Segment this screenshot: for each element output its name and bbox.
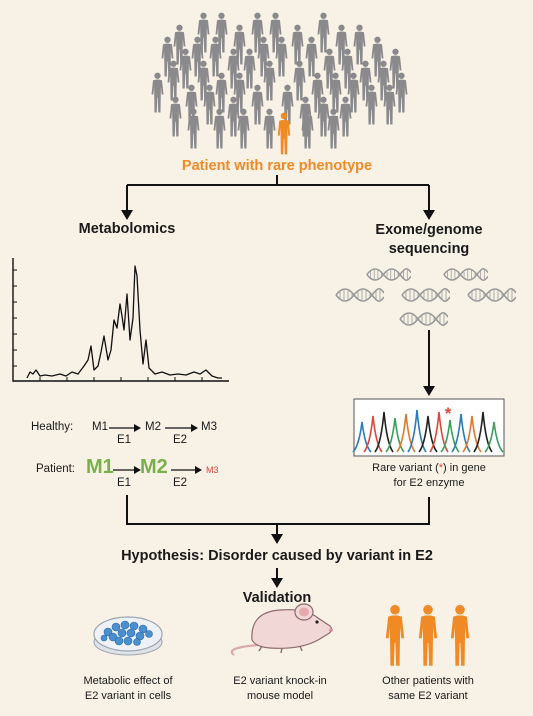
sequencing-title-line1: Exome/genome bbox=[375, 222, 483, 238]
validation-item-mouse-line1: E2 variant knock-in bbox=[233, 675, 327, 687]
spectrum-trace bbox=[26, 265, 222, 379]
healthy-label: Healthy: bbox=[31, 421, 74, 433]
person-silhouette-icon bbox=[293, 60, 306, 101]
metabolomics-title: Metabolomics bbox=[78, 221, 176, 237]
validation-item-patients: Other patients with same E2 variant bbox=[382, 674, 474, 704]
person-silhouette-icon bbox=[151, 72, 164, 113]
validation-item-patients-line2: same E2 variant bbox=[388, 690, 468, 702]
person-silhouette-icon bbox=[305, 36, 318, 77]
patient-enzyme-e2: E2 bbox=[173, 477, 188, 489]
spectrum-axes bbox=[12, 258, 229, 382]
validation-title: Validation bbox=[242, 590, 312, 606]
patient-label: Patient with rare phenotype bbox=[181, 158, 373, 174]
arrowhead-validation bbox=[271, 578, 283, 588]
healthy-enzyme-e1: E1 bbox=[117, 434, 132, 446]
dna-helix-icon bbox=[335, 287, 384, 303]
patient-metabolite-m1: M1 bbox=[86, 456, 114, 478]
person-silhouette-icon bbox=[263, 108, 276, 149]
pathway-arrows bbox=[109, 427, 195, 471]
person-silhouette-icon bbox=[243, 48, 256, 89]
flow-arrowheads bbox=[121, 210, 435, 588]
healthy-metabolite-m1: M1 bbox=[92, 421, 108, 433]
person-silhouette-icon bbox=[169, 96, 182, 137]
chromatogram-peak bbox=[440, 419, 460, 453]
cell-culture-dish-icon bbox=[93, 616, 163, 656]
caption-star-icon: * bbox=[438, 462, 444, 474]
pathway-arrowheads bbox=[134, 424, 202, 474]
patient-figure-icon bbox=[450, 604, 470, 666]
person-silhouette-icon bbox=[213, 108, 226, 149]
spectrum-ticks bbox=[13, 269, 203, 381]
arrowhead-hypothesis bbox=[271, 534, 283, 544]
hypothesis-text: Hypothesis: Disorder caused by variant i… bbox=[121, 548, 433, 564]
person-silhouette-icon bbox=[215, 72, 228, 113]
metabolomics-spectrum bbox=[12, 258, 229, 382]
dna-strands bbox=[335, 267, 516, 327]
validation-item-mouse-line2: mouse model bbox=[246, 690, 314, 702]
dna-helix-icon bbox=[366, 267, 411, 282]
arrowhead-sequencing bbox=[423, 210, 435, 220]
chromatogram-peak bbox=[352, 421, 372, 453]
person-silhouette-icon bbox=[251, 84, 264, 125]
person-silhouette-icon bbox=[353, 24, 366, 65]
dna-helix-icon bbox=[399, 311, 448, 327]
patient-pathway-label: Patient: bbox=[36, 463, 75, 475]
person-silhouette-icon bbox=[237, 108, 250, 149]
validation-item-patients-line1: Other patients with bbox=[382, 675, 474, 687]
person-silhouette-icon bbox=[291, 24, 304, 65]
person-silhouette-icon bbox=[327, 108, 340, 149]
person-silhouette-icon bbox=[317, 12, 330, 53]
dna-helix-icon bbox=[467, 287, 516, 303]
variant-star-icon: * bbox=[445, 404, 452, 423]
validation-item-mouse: E2 variant knock-in mouse model bbox=[233, 674, 327, 704]
healthy-metabolite-m2: M2 bbox=[145, 421, 161, 433]
other-patients-icon bbox=[385, 604, 470, 666]
merge-connector bbox=[126, 495, 430, 525]
validation-item-cells: Metabolic effect of E2 variant in cells bbox=[83, 674, 172, 704]
chromatogram-peak bbox=[484, 421, 504, 453]
dna-helix-icon bbox=[443, 267, 488, 282]
healthy-enzyme-e2: E2 bbox=[173, 434, 188, 446]
dna-helix-icon bbox=[401, 287, 450, 303]
patient-enzyme-e1: E1 bbox=[117, 477, 132, 489]
mouse-model-icon bbox=[230, 603, 333, 656]
arrowhead-metabolomics bbox=[121, 210, 133, 220]
arrowhead-chromatogram bbox=[423, 386, 435, 396]
patient-figure-icon bbox=[418, 604, 438, 666]
person-silhouette-icon bbox=[339, 96, 352, 137]
patient-figure-icon bbox=[385, 604, 405, 666]
validation-item-cells-line2: E2 variant in cells bbox=[84, 690, 172, 702]
sequencing-caption-line1: Rare variant (*) in gene bbox=[372, 462, 486, 474]
validation-item-cells-line1: Metabolic effect of bbox=[83, 675, 173, 687]
patient-metabolite-m2: M2 bbox=[140, 456, 168, 478]
sequencing-title-line2: sequencing bbox=[388, 241, 470, 257]
healthy-metabolite-m3: M3 bbox=[201, 421, 217, 433]
population-crowd-icon bbox=[151, 12, 408, 155]
patient-metabolite-m3: M3 bbox=[206, 465, 219, 475]
chromatogram: * bbox=[352, 398, 505, 457]
sequencing-title: Exome/genome sequencing bbox=[375, 221, 482, 259]
sequencing-caption: Rare variant (*) in gene for E2 enzyme bbox=[372, 461, 486, 491]
sequencing-caption-line2: for E2 enzyme bbox=[393, 477, 465, 489]
split-connector bbox=[126, 175, 430, 212]
